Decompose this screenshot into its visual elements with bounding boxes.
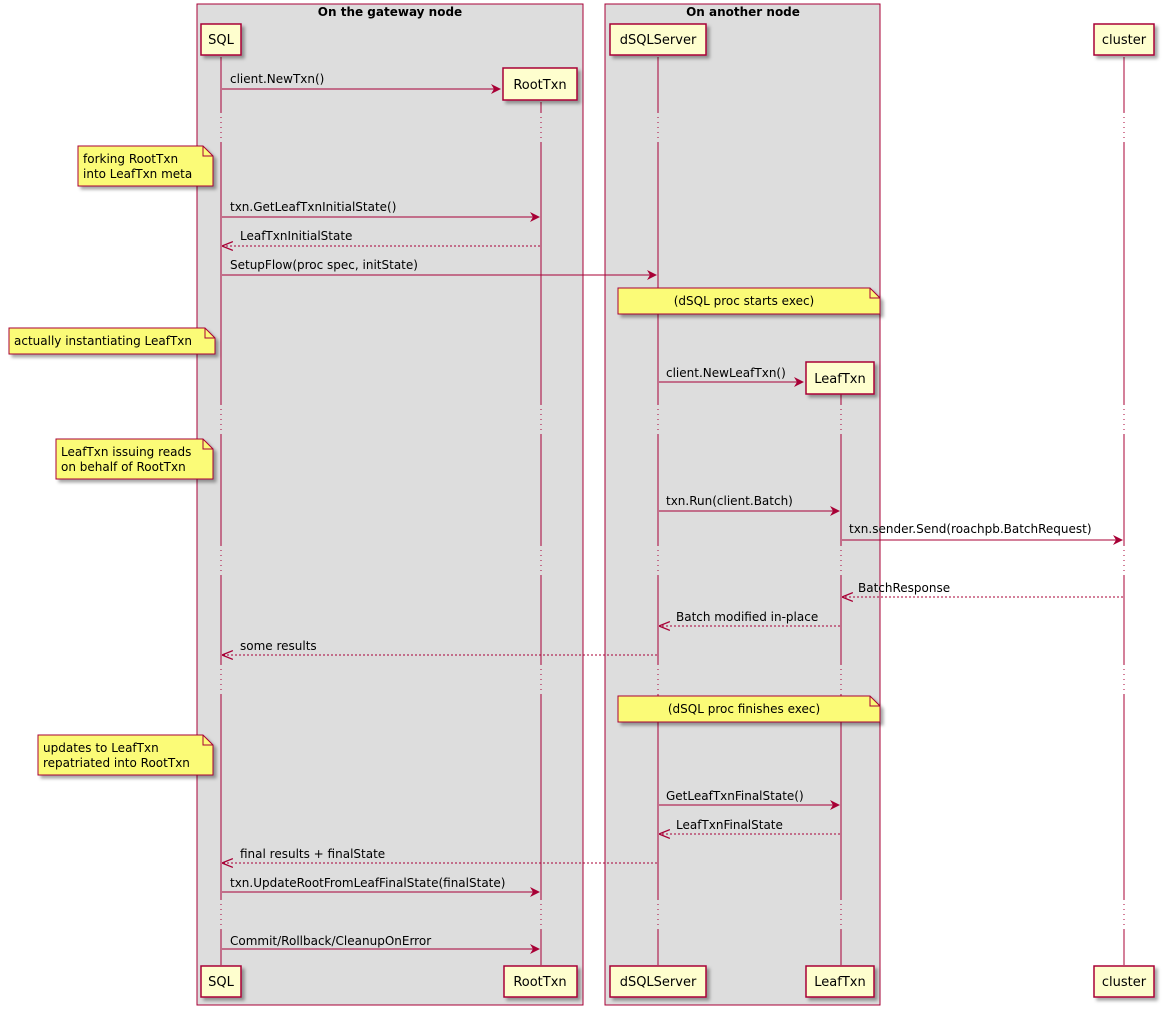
message-new-txn: client.NewTxn() (222, 72, 501, 94)
message-some-results-label: some results (240, 639, 317, 653)
note-issuing-reads: LeafTxn issuing reads on behalf of RootT… (55, 438, 214, 480)
note-forking: forking RootTxn into LeafTxn meta (77, 145, 214, 187)
message-final-results: final results + finalState (223, 847, 657, 863)
participant-sql-top: SQL (200, 23, 242, 56)
participant-roottxn-bottom: RootTxn (503, 965, 578, 998)
participant-roottxn-top: RootTxn (502, 67, 578, 101)
message-new-leaf-txn: client.NewLeafTxn() (659, 366, 804, 387)
participant-sql-bottom: SQL (200, 965, 242, 998)
message-get-leaf-final-state-label: GetLeafTxnFinalState() (666, 789, 804, 803)
message-batch-response-label: BatchResponse (858, 581, 950, 595)
message-commit-rollback: Commit/Rollback/CleanupOnError (222, 934, 540, 954)
box-gateway-title: On the gateway node (318, 5, 462, 19)
message-sender-send-label: txn.sender.Send(roachpb.BatchRequest) (849, 522, 1092, 536)
message-update-root-label: txn.UpdateRootFromLeafFinalState(finalSt… (230, 876, 505, 890)
message-leaf-final-state-label: LeafTxnFinalState (676, 818, 783, 832)
note-issuing-reads-line-1: LeafTxn issuing reads (61, 445, 191, 459)
participant-cluster-bottom: cluster (1093, 965, 1155, 998)
note-proc-starts: (dSQL proc starts exec) (617, 287, 881, 315)
message-leaf-final-state: LeafTxnFinalState (660, 818, 840, 834)
message-get-leaf-final-state: GetLeafTxnFinalState() (659, 789, 840, 810)
note-instantiating: actually instantiating LeafTxn (8, 327, 216, 355)
note-proc-finishes-text: (dSQL proc finishes exec) (668, 702, 820, 716)
participant-cluster-bottom-label: cluster (1102, 975, 1147, 990)
message-batch-modified-label: Batch modified in-place (676, 610, 818, 624)
participant-sql-bottom-label: SQL (208, 975, 234, 990)
note-forking-line-2: into LeafTxn meta (83, 167, 192, 181)
note-proc-finishes: (dSQL proc finishes exec) (617, 695, 881, 723)
box-another-title: On another node (686, 5, 800, 19)
message-get-leaf-initial-state-label: txn.GetLeafTxnInitialState() (230, 200, 396, 214)
note-instantiating-text: actually instantiating LeafTxn (14, 334, 192, 348)
note-forking-line-1: forking RootTxn (83, 152, 178, 166)
message-setup-flow: SetupFlow(proc spec, initState) (222, 258, 657, 280)
box-another: On another node (604, 3, 881, 1006)
participant-leaftxn-top: LeafTxn (805, 361, 875, 395)
message-setup-flow-label: SetupFlow(proc spec, initState) (230, 258, 418, 272)
participant-dsqlserver-top: dSQLServer (609, 23, 707, 56)
message-get-leaf-initial-state: txn.GetLeafTxnInitialState() (222, 200, 540, 222)
message-some-results: some results (223, 639, 657, 655)
message-txn-run-label: txn.Run(client.Batch) (666, 494, 793, 508)
note-issuing-reads-line-2: on behalf of RootTxn (61, 460, 186, 474)
message-commit-rollback-label: Commit/Rollback/CleanupOnError (230, 934, 431, 948)
participant-leaftxn-bottom-label: LeafTxn (814, 975, 865, 990)
message-final-results-label: final results + finalState (240, 847, 385, 861)
lifelines (220, 57, 1125, 965)
participant-roottxn-top-label: RootTxn (513, 78, 566, 93)
message-new-txn-label: client.NewTxn() (230, 72, 324, 86)
participant-dsqlserver-bottom-label: dSQLServer (620, 975, 697, 990)
message-leaf-initial-state-label: LeafTxnInitialState (240, 229, 352, 243)
participant-dsqlserver-top-label: dSQLServer (620, 33, 697, 48)
note-repatriated-line-2: repatriated into RootTxn (43, 756, 190, 770)
message-txn-run: txn.Run(client.Batch) (659, 494, 840, 516)
participant-cluster-top-label: cluster (1102, 33, 1147, 48)
participant-leaftxn-top-label: LeafTxn (814, 372, 865, 387)
message-batch-modified: Batch modified in-place (660, 610, 840, 626)
message-update-root: txn.UpdateRootFromLeafFinalState(finalSt… (222, 876, 540, 897)
message-leaf-initial-state: LeafTxnInitialState (223, 229, 540, 246)
box-gateway: On the gateway node (196, 3, 584, 1006)
note-proc-starts-text: (dSQL proc starts exec) (674, 294, 814, 308)
participant-roottxn-bottom-label: RootTxn (513, 975, 566, 990)
message-new-leaf-txn-label: client.NewLeafTxn() (666, 366, 786, 380)
message-sender-send: txn.sender.Send(roachpb.BatchRequest) (842, 522, 1123, 545)
participant-leaftxn-bottom: LeafTxn (805, 965, 875, 998)
participant-sql-top-label: SQL (208, 33, 234, 48)
message-batch-response: BatchResponse (843, 581, 1123, 597)
participant-cluster-top: cluster (1093, 23, 1155, 56)
messages: client.NewTxn() txn.GetLeafTxnInitialSta… (222, 72, 1123, 954)
participant-dsqlserver-bottom: dSQLServer (609, 965, 707, 998)
note-repatriated: updates to LeafTxn repatriated into Root… (37, 734, 214, 776)
note-repatriated-line-1: updates to LeafTxn (43, 741, 159, 755)
